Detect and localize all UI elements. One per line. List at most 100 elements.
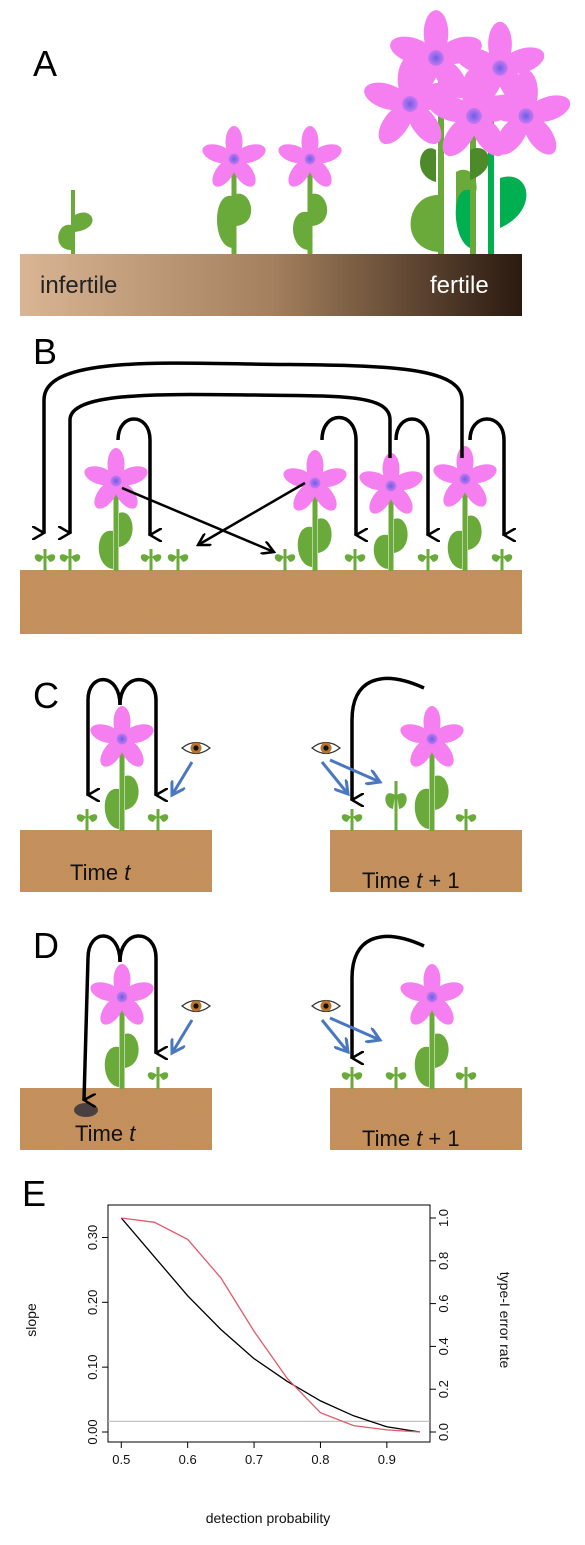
observer-eye-icon	[311, 999, 341, 1013]
y-axis-title: slope	[23, 1303, 39, 1337]
flowering-plant	[81, 448, 151, 571]
soil-label-fertile: fertile	[430, 272, 489, 299]
time-label-right: Time t + 1	[362, 868, 460, 893]
observer-eye-icon	[311, 741, 341, 755]
observation-arrow	[329, 1016, 380, 1040]
seedling	[76, 809, 98, 831]
dispersal-arrow	[118, 934, 156, 1053]
plant-medium-2	[275, 126, 345, 254]
dispersal-arrow-local	[116, 417, 150, 535]
y2-tick-label: 0.6	[436, 1295, 451, 1313]
seedling	[455, 809, 477, 831]
flowering-plant	[280, 450, 350, 571]
seedling	[417, 549, 439, 571]
seedling	[491, 549, 513, 571]
panel-d: D Time t Time t + 1	[20, 925, 522, 1151]
y2-tick-label: 0.4	[436, 1337, 451, 1355]
flowering-plant	[356, 453, 426, 571]
observation-arrow	[172, 761, 194, 795]
observation-arrow	[172, 1019, 194, 1053]
flowering-plant	[87, 964, 157, 1089]
time-label-left: Time t	[75, 1121, 136, 1146]
soil-left	[20, 1088, 212, 1150]
series-line-slope	[120, 1217, 421, 1433]
flowering-plant	[397, 706, 467, 831]
dispersal-arrow-long	[70, 392, 392, 533]
observer-eye-icon	[181, 741, 211, 755]
dispersal-arrow-local	[394, 417, 428, 535]
panel-d-letter: D	[33, 925, 59, 966]
series-line-type-i-error	[121, 1217, 421, 1433]
seedling	[344, 549, 366, 571]
dispersal-arrow	[352, 676, 425, 800]
seedling	[274, 549, 296, 571]
x-axis-title: detection probability	[206, 1510, 331, 1526]
plot-frame	[107, 1204, 431, 1443]
seedling	[140, 549, 162, 571]
observer-eye-icon	[181, 999, 211, 1013]
y-tick-label: 0.00	[85, 1419, 100, 1444]
x-tick-label: 0.8	[311, 1452, 329, 1467]
soil-label-infertile: infertile	[40, 272, 117, 299]
seedling	[147, 1067, 169, 1089]
soil-left	[20, 830, 212, 892]
chart: 0.5 0.6 0.7 0.8 0.9 0.00 0.10 0.20 0.30 0.0 0.20…	[23, 1204, 513, 1526]
soil-gradient	[20, 254, 522, 316]
y2-tick-label: 0.0	[436, 1423, 451, 1441]
y2-axis-title: type-I error rate	[497, 1272, 513, 1369]
flowering-plant	[430, 446, 500, 571]
dispersal-arrow	[84, 934, 122, 1100]
y-tick-label: 0.20	[85, 1290, 100, 1315]
flowering-plant	[87, 706, 157, 831]
seedling	[59, 549, 81, 571]
y2-tick-label: 0.8	[436, 1252, 451, 1270]
dispersal-arrow	[352, 934, 425, 1058]
x-axis: 0.5 0.6 0.7 0.8 0.9	[112, 1441, 396, 1467]
y-tick-label: 0.10	[85, 1354, 100, 1379]
observation-arrow	[320, 1019, 348, 1052]
panel-e-letter: E	[22, 1173, 46, 1214]
seedling	[455, 1067, 477, 1089]
time-label-right: Time t + 1	[362, 1126, 460, 1151]
y-axis-left: 0.00 0.10 0.20 0.30	[85, 1225, 108, 1445]
y2-tick-label: 1.0	[436, 1209, 451, 1227]
buried-seed	[74, 1103, 98, 1117]
panel-a: A	[20, 10, 574, 316]
x-tick-label: 0.5	[112, 1452, 130, 1467]
seedling	[34, 549, 56, 571]
panel-b: B	[20, 331, 522, 634]
seedling	[385, 1067, 407, 1089]
observation-arrow	[329, 758, 380, 782]
dispersal-arrow	[118, 677, 156, 795]
plant-large-cluster	[360, 10, 574, 255]
y-tick-label: 0.30	[85, 1225, 100, 1250]
flowering-plant	[397, 964, 467, 1089]
observation-arrow	[320, 761, 348, 794]
panel-c-letter: C	[33, 675, 59, 716]
seedling-small	[58, 190, 93, 254]
seedling	[341, 809, 363, 831]
soil	[20, 570, 522, 634]
dispersal-arrow-cross	[198, 481, 306, 545]
panel-c: C Time t Time t + 1	[20, 675, 522, 893]
dispersal-arrow-long	[44, 361, 464, 533]
seedling	[341, 1067, 363, 1089]
time-label-left: Time t	[70, 860, 131, 885]
x-tick-label: 0.9	[378, 1452, 396, 1467]
dispersal-arrow-cross	[121, 486, 274, 552]
young-plant	[385, 781, 407, 831]
soil-right	[330, 1088, 522, 1150]
seedling	[167, 549, 189, 571]
y-axis-right: 0.00.20.40.60.81.0	[430, 1209, 451, 1441]
dispersal-arrow-local	[468, 417, 504, 535]
dispersal-arrow-local	[320, 415, 356, 536]
x-tick-label: 0.6	[179, 1452, 197, 1467]
soil-right	[330, 830, 522, 892]
plant-medium-1	[199, 126, 269, 254]
panel-b-letter: B	[33, 331, 57, 372]
x-tick-label: 0.7	[245, 1452, 263, 1467]
dispersal-arrow	[88, 677, 122, 795]
seedling	[147, 809, 169, 831]
